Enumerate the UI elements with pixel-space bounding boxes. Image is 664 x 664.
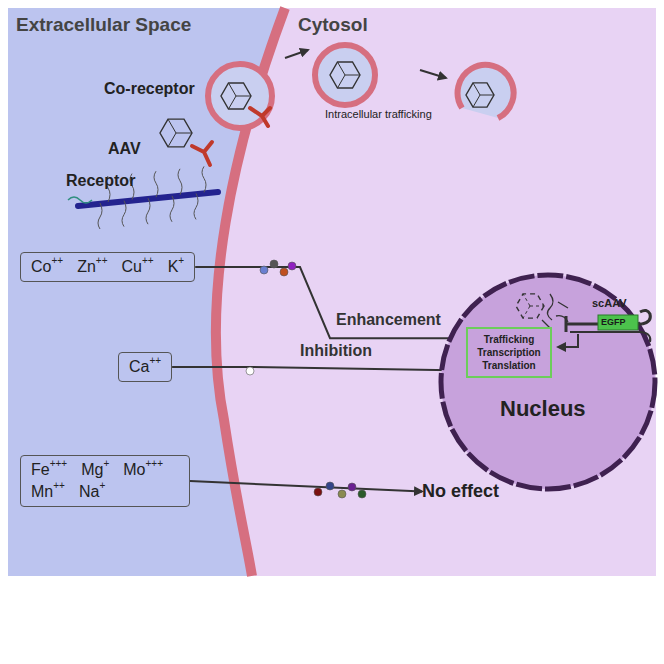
capsid-facet xyxy=(168,119,176,133)
ion-box: Fe+++ Mg+ Mo+++ Mn++ Na+ xyxy=(20,455,190,507)
glycan xyxy=(154,171,158,197)
ion-name: Co++ xyxy=(31,258,63,276)
capsid-facet xyxy=(523,306,530,318)
ion-name: Mg+ xyxy=(81,461,109,479)
aav-capsid xyxy=(330,62,360,88)
capsid-facet xyxy=(229,96,237,109)
glycan xyxy=(98,203,102,229)
endocytic-vesicle xyxy=(208,64,272,128)
expression-arrow xyxy=(558,334,578,347)
text-label: Cytosol xyxy=(298,14,368,36)
text-label: Co-receptor xyxy=(104,80,195,98)
capsid-facet xyxy=(473,83,480,95)
capsid-facet xyxy=(229,83,237,96)
ion-name: Na+ xyxy=(79,483,105,501)
ion-dot xyxy=(338,490,346,498)
glycan xyxy=(170,196,174,222)
edge-label: Enhancement xyxy=(336,311,441,329)
ion-box: Co++ Zn++ Cu++ K+ xyxy=(20,252,195,282)
scaav-strand xyxy=(570,332,650,342)
connector-arrow xyxy=(195,267,466,338)
egfp-cassette xyxy=(598,315,638,330)
ion-dot xyxy=(348,483,356,491)
nuclear-envelope xyxy=(441,275,655,489)
text-label: Receptor xyxy=(66,172,135,190)
ion-dot xyxy=(280,268,288,276)
ion-dot xyxy=(288,262,296,270)
connector-arrow xyxy=(172,367,466,370)
glycan xyxy=(122,201,126,227)
ion-name: K+ xyxy=(168,258,185,276)
ion-dot xyxy=(326,482,334,490)
ion-dot xyxy=(246,367,254,375)
capsid-facet xyxy=(338,62,346,75)
capsid-facet xyxy=(168,133,176,147)
capsid-facet xyxy=(523,294,530,306)
ion-name: Cu++ xyxy=(122,258,154,276)
text-label: scAAV xyxy=(592,297,627,309)
glycan xyxy=(178,169,182,195)
glycan xyxy=(202,166,206,192)
text-label: Intracellular trafficking xyxy=(325,108,432,120)
capsid-facet xyxy=(480,95,494,96)
trafficking-arrow xyxy=(285,50,308,58)
endosome xyxy=(315,45,375,105)
capsid-facet xyxy=(176,133,192,134)
process-text: Trafficking Transcription Translation xyxy=(470,333,548,372)
text-label: Extracellular Space xyxy=(16,14,191,36)
ion-dot xyxy=(358,490,366,498)
ion-dot xyxy=(314,488,322,496)
capsid-facet xyxy=(473,95,480,107)
capsid-facet xyxy=(345,75,360,76)
capsid-facet xyxy=(236,96,251,97)
ion-dot xyxy=(260,266,268,274)
escaping-endosome xyxy=(458,65,514,118)
ion-name: Ca++ xyxy=(129,358,161,376)
connector-arrow xyxy=(190,481,422,492)
text-label: EGFP xyxy=(601,317,626,327)
ion-name: Fe+++ xyxy=(31,461,67,479)
aav-capsid xyxy=(160,119,192,147)
edge-label: Inhibition xyxy=(300,342,372,360)
ion-box: Ca++ xyxy=(118,352,172,382)
capsid-facet xyxy=(530,306,544,307)
ion-dot xyxy=(270,260,278,268)
scaav-genome xyxy=(566,310,650,332)
nucleus-label: Nucleus xyxy=(500,396,586,422)
glycan xyxy=(194,193,198,219)
process-box: Trafficking Transcription Translation xyxy=(466,327,552,378)
aav-capsid xyxy=(466,83,494,107)
trafficking-arrow xyxy=(420,70,446,78)
outcome-label: No effect xyxy=(422,481,499,502)
aav-capsid xyxy=(516,294,544,318)
ion-name: Mn++ xyxy=(31,483,65,501)
co-receptor xyxy=(250,108,270,126)
text-label: AAV xyxy=(108,140,141,158)
aav-capsid xyxy=(221,83,251,109)
glycan xyxy=(68,197,92,203)
extracellular-space xyxy=(8,8,656,576)
viral-genome xyxy=(542,294,568,328)
outcome-text: No effect xyxy=(422,481,499,501)
ion-name: Mo+++ xyxy=(123,461,163,479)
capsid-facet xyxy=(338,75,346,88)
co-receptor xyxy=(192,142,212,165)
ion-name: Zn++ xyxy=(77,258,107,276)
glycan xyxy=(146,198,150,224)
cytosol xyxy=(216,8,656,576)
